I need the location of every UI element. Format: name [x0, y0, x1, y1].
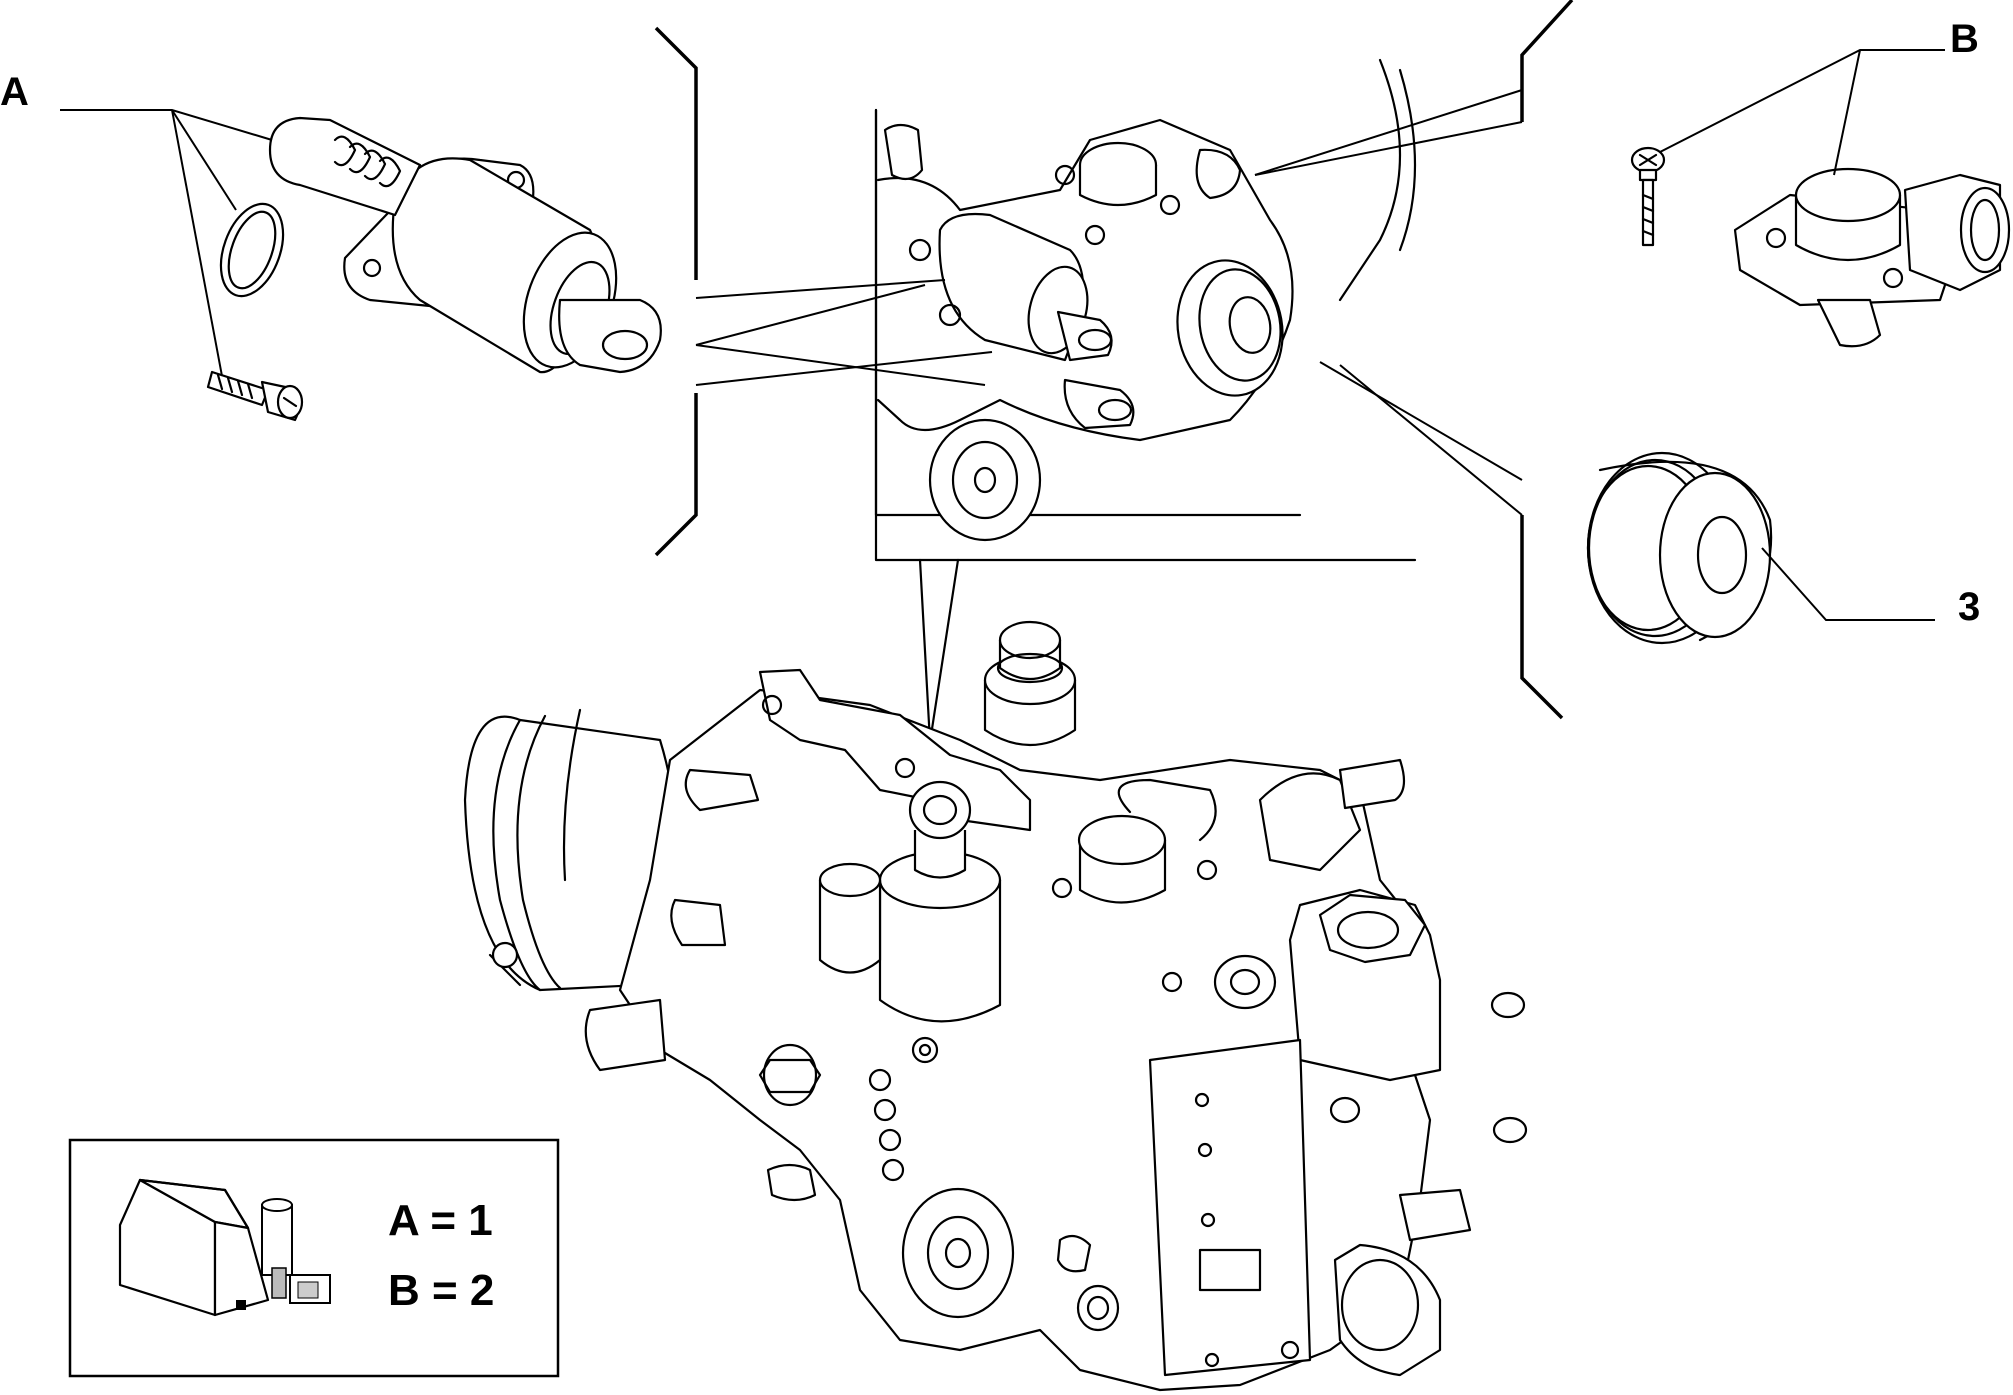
pressure-sensor-part-b: [1630, 49, 2011, 348]
callout-b: B: [1950, 17, 1979, 61]
plug-part-3: [1586, 451, 1935, 645]
engine-location-icon: [118, 1178, 331, 1317]
legend-box: A = 1 B = 2: [68, 1138, 560, 1378]
callout-3: 3: [1958, 585, 1980, 629]
callout-a: A: [0, 70, 29, 114]
main-pump-assembly: [463, 558, 1528, 1392]
solenoid-valve-part-a: [60, 109, 662, 422]
detail-view-valve-block: [695, 58, 1523, 542]
legend-line-a: A = 1: [388, 1196, 493, 1245]
legend-line-b: B = 2: [388, 1266, 494, 1315]
